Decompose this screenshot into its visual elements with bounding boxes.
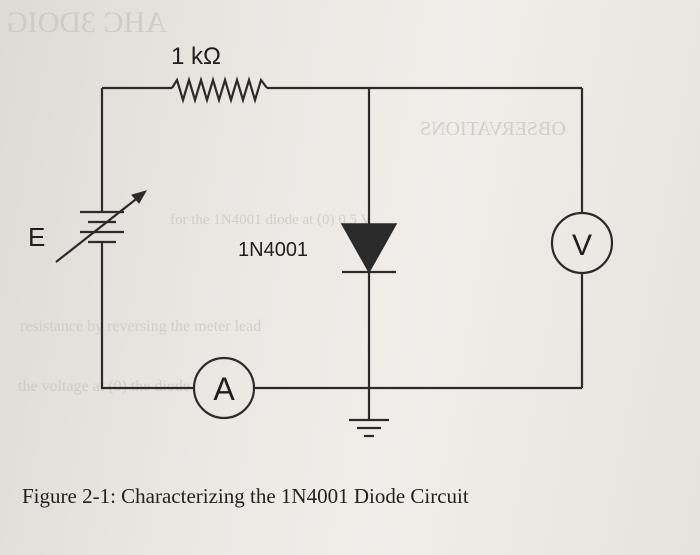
wire-left-lower <box>100 242 194 390</box>
resistor-label: 1 kΩ <box>171 43 221 70</box>
resistor-symbol <box>171 76 268 104</box>
variable-source-symbol <box>55 190 148 263</box>
ground-symbol <box>349 418 389 438</box>
ammeter-label: A <box>213 371 235 407</box>
diode-label: 1N4001 <box>238 239 308 261</box>
voltmeter-label: V <box>572 229 592 262</box>
source-label: E <box>28 222 45 252</box>
circuit-diagram: A V 1 kΩ E 1N4001 <box>28 43 614 438</box>
diode-symbol <box>340 223 398 274</box>
figure-caption: Figure 2-1: Characterizing the 1N4001 Di… <box>22 484 469 508</box>
